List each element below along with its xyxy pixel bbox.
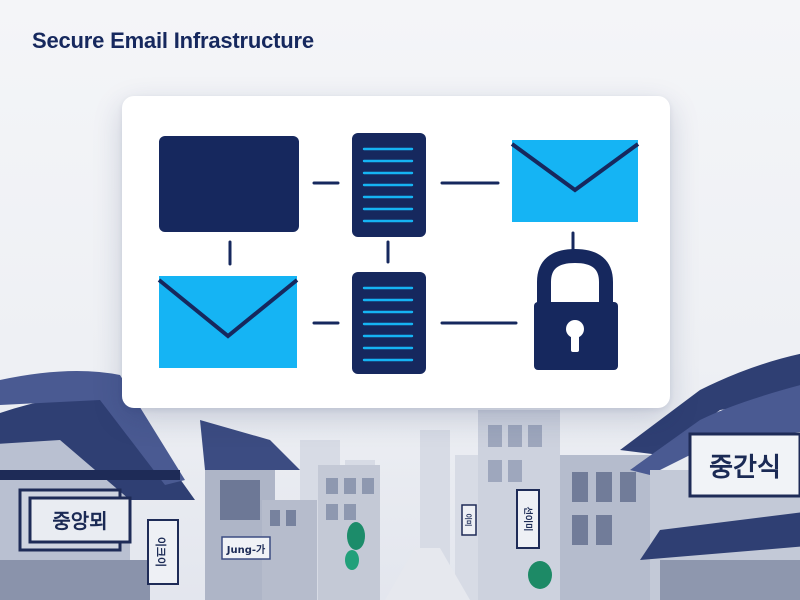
sign-left-vertical: 이크이: [147, 519, 179, 585]
server-icon: [352, 272, 426, 374]
connectors: [228, 181, 575, 325]
page-title: Secure Email Infrastructure: [32, 28, 314, 53]
sign-right-vertical-a: 선이미: [516, 489, 540, 549]
sign-right-big: 중간식: [688, 432, 800, 498]
padlock-icon: [534, 248, 618, 370]
sign-right-vertical-b-text: 이미: [464, 514, 473, 527]
hanok-left-mid: [200, 420, 317, 600]
sign-right-big-text: 중간식: [709, 453, 781, 483]
envelope-icon: [157, 276, 299, 368]
sign-right-vertical-b: 이미: [461, 504, 477, 536]
sign-left-vertical-text: 이크이: [154, 537, 168, 567]
sign-left-big-text: 중앙뫼: [52, 509, 107, 533]
sign-right-vertical-a-text: 선이미: [522, 507, 534, 532]
sign-left-big: 중앙뫼: [28, 496, 132, 544]
monitor-icon: [159, 136, 299, 232]
diagram-card: [122, 96, 670, 408]
server-icon: [352, 133, 426, 237]
trees: [345, 522, 552, 589]
sign-left-small-text: Jung-가: [226, 543, 266, 556]
road: [385, 548, 470, 600]
infrastructure-diagram: [157, 133, 640, 374]
sign-left-small: Jung-가: [221, 536, 271, 560]
envelope-icon: [510, 140, 640, 222]
